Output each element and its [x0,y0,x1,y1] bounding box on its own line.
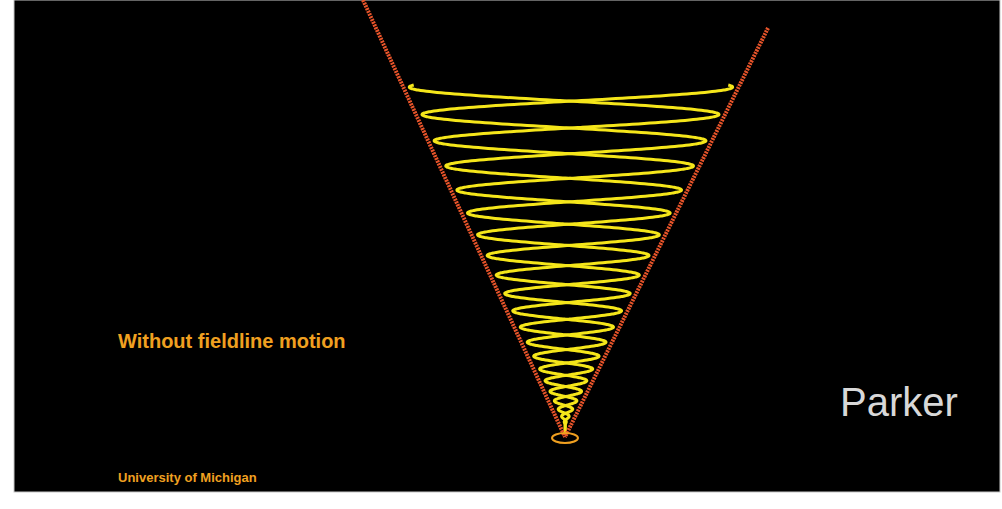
particle-path [422,85,733,435]
label-slot: University of Michigan [118,468,257,486]
caption-label: Without fieldline motion [118,330,346,353]
footpoint-ring [552,433,578,443]
credit-label: University of Michigan [118,470,257,485]
author-label: Parker [840,380,958,425]
field-line [565,28,768,437]
particle-paths [409,85,732,435]
particle-path [409,85,719,435]
black-panel [14,0,1000,492]
label-slot: Parker [840,380,958,425]
label-slot: Without fieldline motion [118,330,346,353]
field-line [363,0,565,437]
